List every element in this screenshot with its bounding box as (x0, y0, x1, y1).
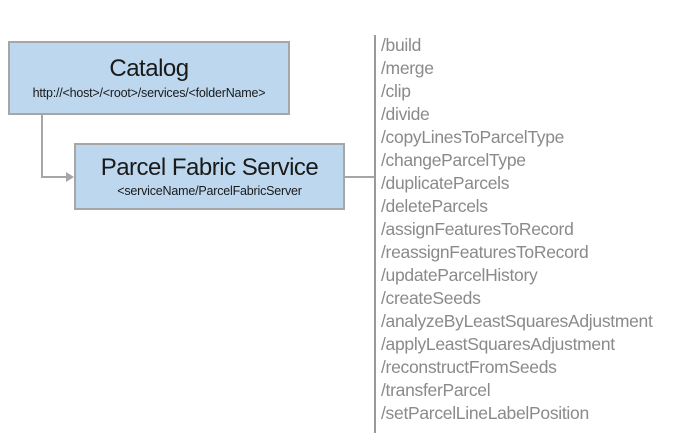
operation-item: /merge (381, 58, 434, 78)
operations-divider-line (374, 35, 376, 433)
operation-item: /divide (381, 104, 430, 124)
service-to-operations-connector (345, 176, 374, 178)
operation-item: /duplicateParcels (381, 173, 510, 193)
operation-item: /updateParcelHistory (381, 265, 538, 285)
catalog-to-service-connector-horizontal (41, 176, 68, 178)
operation-item: /createSeeds (381, 288, 481, 308)
service-path: <serviceName/ParcelFabricServer (117, 183, 302, 198)
operation-item: /transferParcel (381, 380, 491, 400)
operation-item: /setParcelLineLabelPosition (381, 403, 589, 423)
operation-item: /assignFeaturesToRecord (381, 219, 574, 239)
operation-item: /clip (381, 81, 411, 101)
catalog-box: Catalog http://<host>/<root>/services/<f… (8, 41, 290, 115)
operation-item: /reconstructFromSeeds (381, 357, 557, 377)
operation-item: /analyzeByLeastSquaresAdjustment (381, 311, 653, 331)
operation-item: /changeParcelType (381, 150, 526, 170)
parcel-fabric-service-box: Parcel Fabric Service <serviceName/Parce… (74, 143, 345, 210)
operations-list: /build/merge/clip/divide/copyLinesToParc… (381, 34, 681, 425)
service-title: Parcel Fabric Service (100, 154, 319, 182)
operation-item: /build (381, 35, 422, 55)
catalog-title: Catalog (109, 55, 189, 83)
operation-item: /copyLinesToParcelType (381, 127, 565, 147)
operation-item: /reassignFeaturesToRecord (381, 242, 589, 262)
arrowhead-icon (66, 172, 74, 182)
operation-item: /deleteParcels (381, 196, 488, 216)
catalog-to-service-connector-vertical (41, 115, 43, 177)
catalog-url: http://<host>/<root>/services/<folderNam… (32, 85, 266, 100)
operation-item: /applyLeastSquaresAdjustment (381, 334, 615, 354)
